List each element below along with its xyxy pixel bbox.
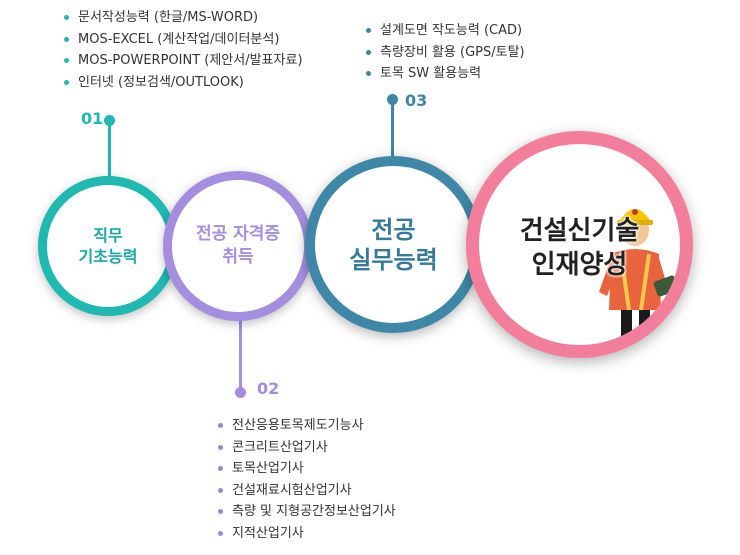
step2-circle: 전공 자격증 취득 bbox=[163, 171, 313, 321]
step1-skill-list: 문서작성능력 (한글/MS-WORD) MOS-EXCEL (계산작업/데이터분… bbox=[60, 7, 303, 93]
goal-title-line: 인재양성 bbox=[479, 244, 680, 281]
step3-title-line: 실무능력 bbox=[349, 245, 437, 275]
step1-title-line: 직무 bbox=[93, 225, 122, 246]
step1-title-line: 기초능력 bbox=[79, 246, 138, 267]
list-item: 측량 및 지형공간정보산업기사 bbox=[214, 501, 396, 523]
step2-title-line: 취득 bbox=[222, 246, 253, 269]
goal-title-line: 건설신기술 bbox=[479, 210, 680, 247]
list-item: MOS-EXCEL (계산작업/데이터분석) bbox=[60, 29, 303, 51]
list-item: 설계도면 작도능력 (CAD) bbox=[362, 20, 525, 42]
step3-number: 03 bbox=[405, 91, 427, 110]
step1-circle: 직무 기초능력 bbox=[38, 176, 178, 316]
step3-title-line: 전공 bbox=[371, 215, 415, 245]
step1-connector-line bbox=[108, 121, 111, 179]
step2-title-line: 전공 자격증 bbox=[196, 223, 280, 246]
list-item: 건설재료시험산업기사 bbox=[214, 480, 396, 502]
list-item: 전산응용토목제도기능사 bbox=[214, 415, 396, 437]
list-item: 측량장비 활용 (GPS/토탈) bbox=[362, 42, 525, 64]
list-item: 콘크리트산업기사 bbox=[214, 437, 396, 459]
list-item: 토목 SW 활용능력 bbox=[362, 63, 525, 85]
step2-cert-list: 전산응용토목제도기능사 콘크리트산업기사 토목산업기사 건설재료시험산업기사 측… bbox=[214, 415, 396, 544]
list-item: MOS-POWERPOINT (제안서/발표자료) bbox=[60, 50, 303, 72]
step3-connector-line bbox=[391, 100, 394, 160]
step2-connector-dot bbox=[235, 387, 246, 398]
step2-number: 02 bbox=[257, 379, 279, 398]
step3-skill-list: 설계도면 작도능력 (CAD) 측량장비 활용 (GPS/토탈) 토목 SW 활… bbox=[362, 20, 525, 85]
step2-connector-line bbox=[239, 318, 242, 390]
goal-circle: 건설신기술 인재양성 bbox=[466, 131, 693, 358]
step1-number: 01 bbox=[81, 109, 103, 128]
list-item: 문서작성능력 (한글/MS-WORD) bbox=[60, 7, 303, 29]
list-item: 인터넷 (정보검색/OUTLOOK) bbox=[60, 72, 303, 94]
step3-circle: 전공 실무능력 bbox=[305, 156, 482, 333]
list-item: 토목산업기사 bbox=[214, 458, 396, 480]
list-item: 지적산업기사 bbox=[214, 523, 396, 545]
